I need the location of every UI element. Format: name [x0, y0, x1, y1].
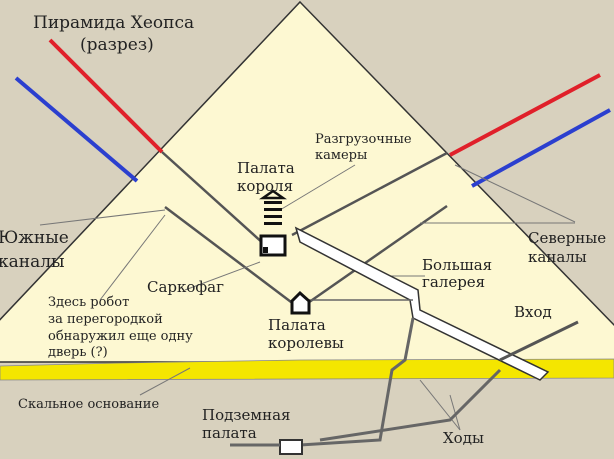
relief-chambers-label-2: камеры: [315, 148, 367, 163]
northern-shafts-label-2: каналы: [528, 248, 587, 266]
bedrock-band: [0, 358, 614, 381]
grand-gallery-label-1: Большая: [422, 256, 492, 274]
bedrock-label: Скальное основание: [18, 397, 159, 412]
southern-shafts-label-1: Южные: [0, 228, 69, 248]
queens-chamber-label-1: Палата: [268, 316, 326, 334]
relief-chambers-label-1: Разгрузочные: [315, 132, 412, 147]
entrance-label: Вход: [514, 303, 552, 321]
blue-line-left: [14, 76, 139, 183]
passages-label: Ходы: [443, 429, 484, 447]
title-line1: Пирамида Хеопса: [33, 13, 194, 33]
passages: [294, 226, 579, 447]
queens-chamber-label-2: королевы: [268, 334, 344, 352]
kings-chamber-icon: [259, 189, 287, 257]
subterranean-chamber-label-1: Подземная: [202, 406, 290, 424]
blue-line-right: [471, 108, 611, 188]
subterranean-chamber-icon: [230, 439, 303, 455]
robot-note-4: дверь (?): [48, 345, 108, 360]
kings-chamber-label-2: короля: [237, 177, 293, 195]
robot-note-2: за перегородкой: [48, 312, 163, 327]
robot-note-3: обнаружил еще одну: [48, 329, 193, 344]
northern-shafts-label-1: Северные: [528, 229, 606, 247]
robot-note-1: Здесь робот: [48, 295, 129, 310]
red-line-right: [449, 73, 601, 157]
shafts: [161, 151, 448, 307]
sarcophagus-label: Саркофаг: [147, 278, 224, 296]
southern-shafts-label-2: каналы: [0, 252, 65, 272]
grand-gallery-label-2: галерея: [422, 273, 485, 291]
queens-chamber-icon: [290, 290, 311, 315]
red-line-left: [48, 38, 164, 154]
title-line2: (разрез): [80, 35, 154, 55]
subterranean-chamber-label-2: палата: [202, 424, 257, 442]
leader-lines: [39, 164, 576, 431]
kings-chamber-label-1: Палата: [237, 159, 295, 177]
